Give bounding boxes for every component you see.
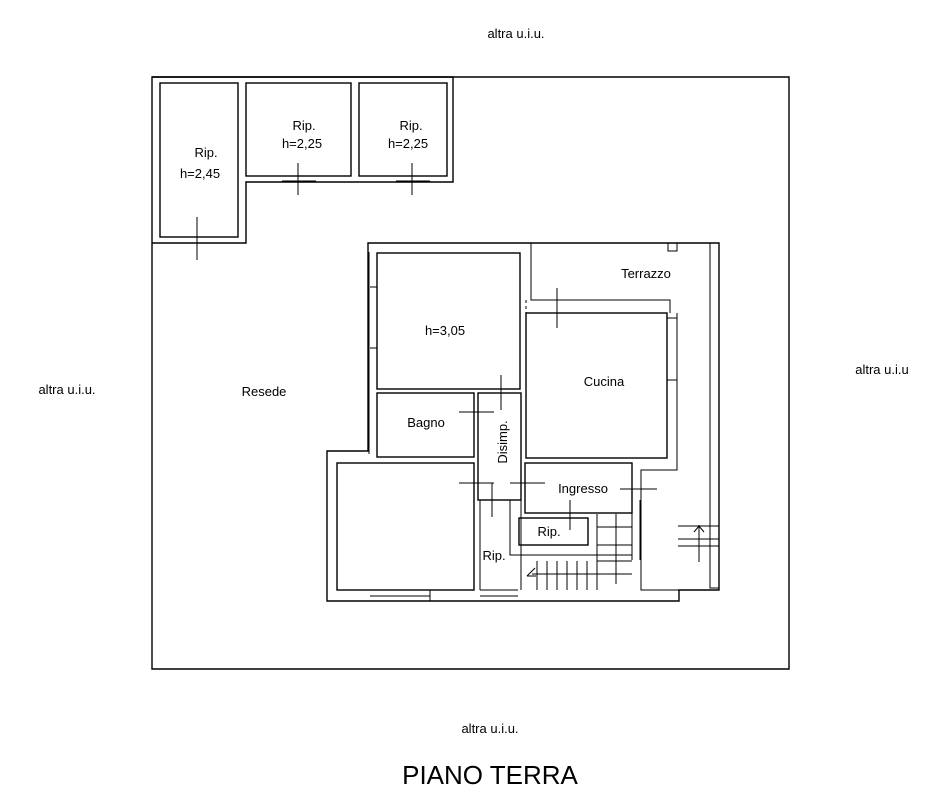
rip-small-label: Rip. xyxy=(482,548,505,563)
label-left: altra u.i.u. xyxy=(38,382,95,397)
label-top: altra u.i.u. xyxy=(487,26,544,41)
ingresso-label: Ingresso xyxy=(558,481,608,496)
floor-title: PIANO TERRA xyxy=(402,760,578,790)
disimp-label: Disimp. xyxy=(495,420,510,463)
lot-boundary xyxy=(151,76,790,670)
rip2-height: h=2,25 xyxy=(282,136,322,151)
rip3-label: Rip. xyxy=(399,118,422,133)
storage-annex xyxy=(152,76,454,260)
resede-label: Resede xyxy=(242,384,287,399)
label-bottom: altra u.i.u. xyxy=(461,721,518,736)
terrazzo-label: Terrazzo xyxy=(621,266,671,281)
main-room-height: h=3,05 xyxy=(425,323,465,338)
rip1-label: Rip. xyxy=(194,145,217,160)
rip-inner-label: Rip. xyxy=(537,524,560,539)
dwelling-walls xyxy=(326,242,720,602)
label-right: altra u.i.u xyxy=(855,362,908,377)
rip1-height: h=2,45 xyxy=(180,166,220,181)
rip2-label: Rip. xyxy=(292,118,315,133)
cucina-label: Cucina xyxy=(584,374,625,389)
bagno-label: Bagno xyxy=(407,415,445,430)
rip3-height: h=2,25 xyxy=(388,136,428,151)
